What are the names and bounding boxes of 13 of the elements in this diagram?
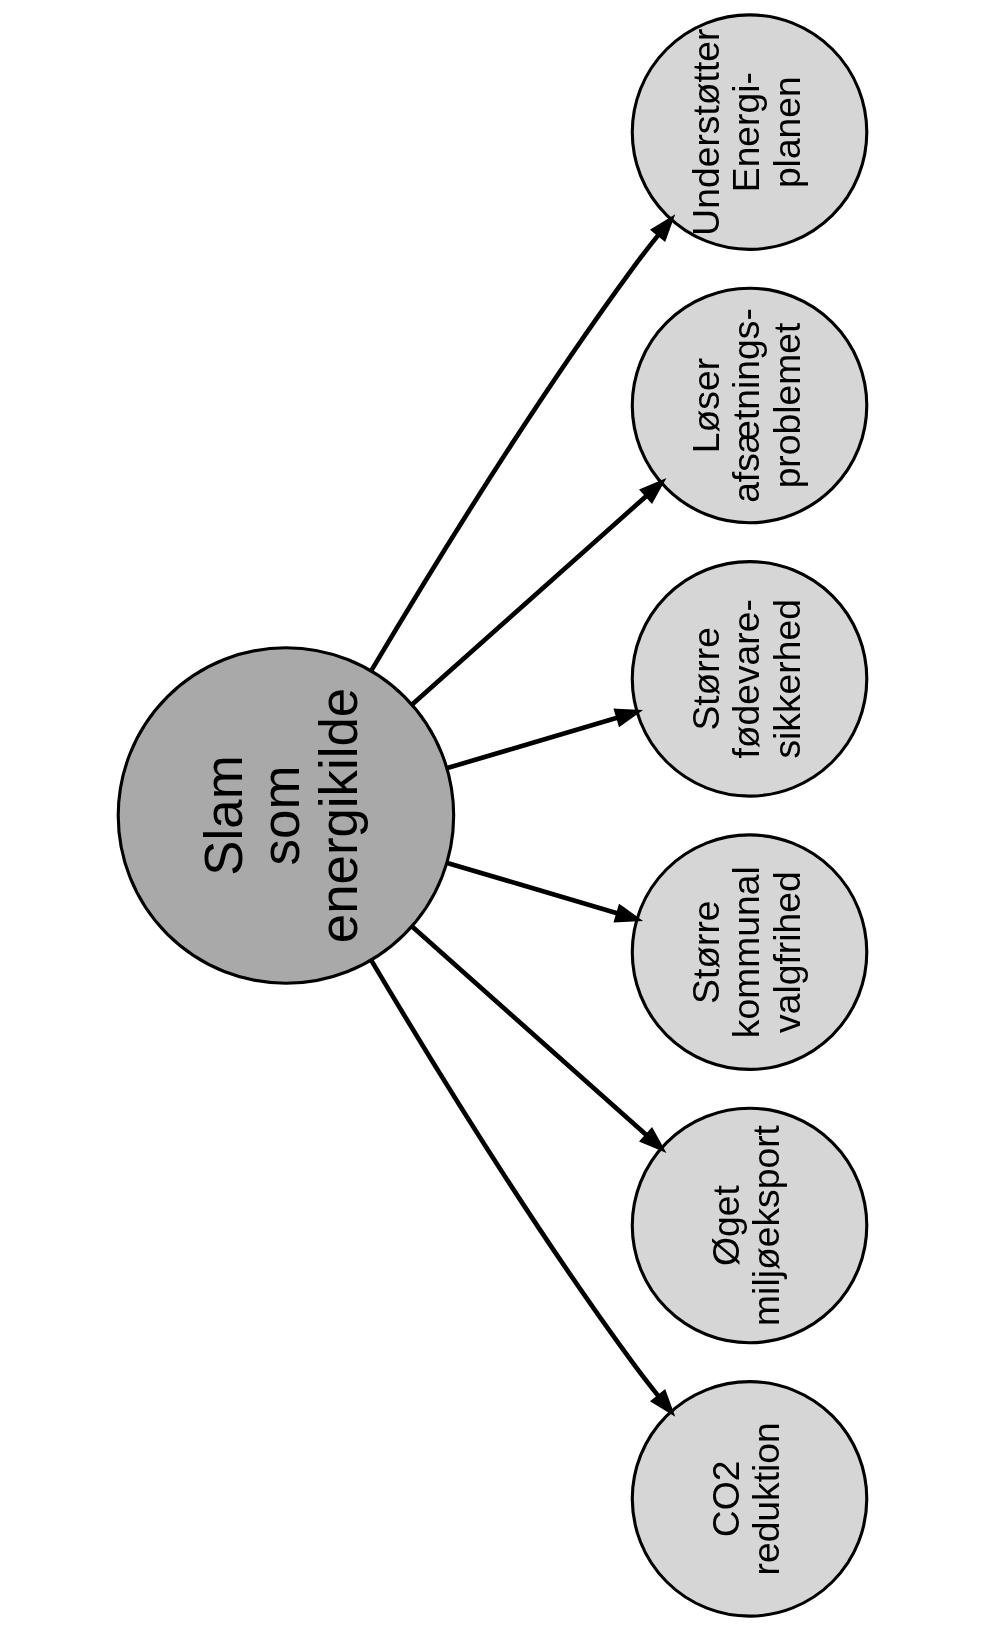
- arrow: [368, 958, 675, 1417]
- node-circle: Større fødevare-sikkerhed: [630, 560, 868, 798]
- arrow: [446, 860, 643, 923]
- arrow: [368, 214, 675, 673]
- node-circle: Større kommunal valgfrihed: [630, 833, 868, 1071]
- arrow: [410, 478, 666, 707]
- node-circle: Slam som energikilde: [116, 646, 455, 985]
- node-circle: CO2 reduktion: [630, 1380, 868, 1618]
- arrow: [410, 924, 666, 1153]
- node-circle: Løser afsætnings-problemet: [630, 286, 868, 525]
- node-circle: Øget miljøeksport: [630, 1106, 868, 1345]
- arrow: [446, 708, 643, 771]
- node-circle: Understøtter Energi-planen: [630, 13, 868, 251]
